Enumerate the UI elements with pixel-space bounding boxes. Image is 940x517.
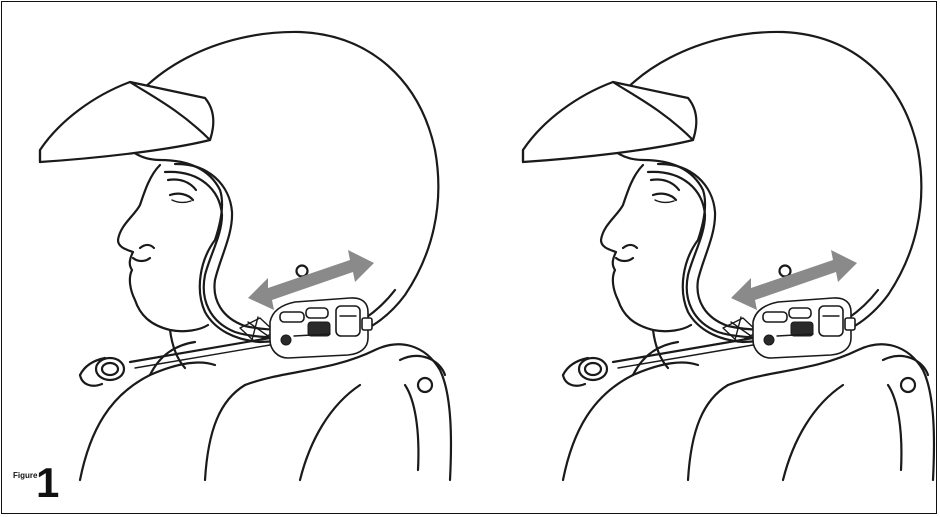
figure-label: Figure [13, 471, 37, 480]
panel-right-illustration [523, 32, 934, 480]
panel-left-illustration [40, 32, 451, 480]
figure-number: 1 [36, 462, 59, 504]
